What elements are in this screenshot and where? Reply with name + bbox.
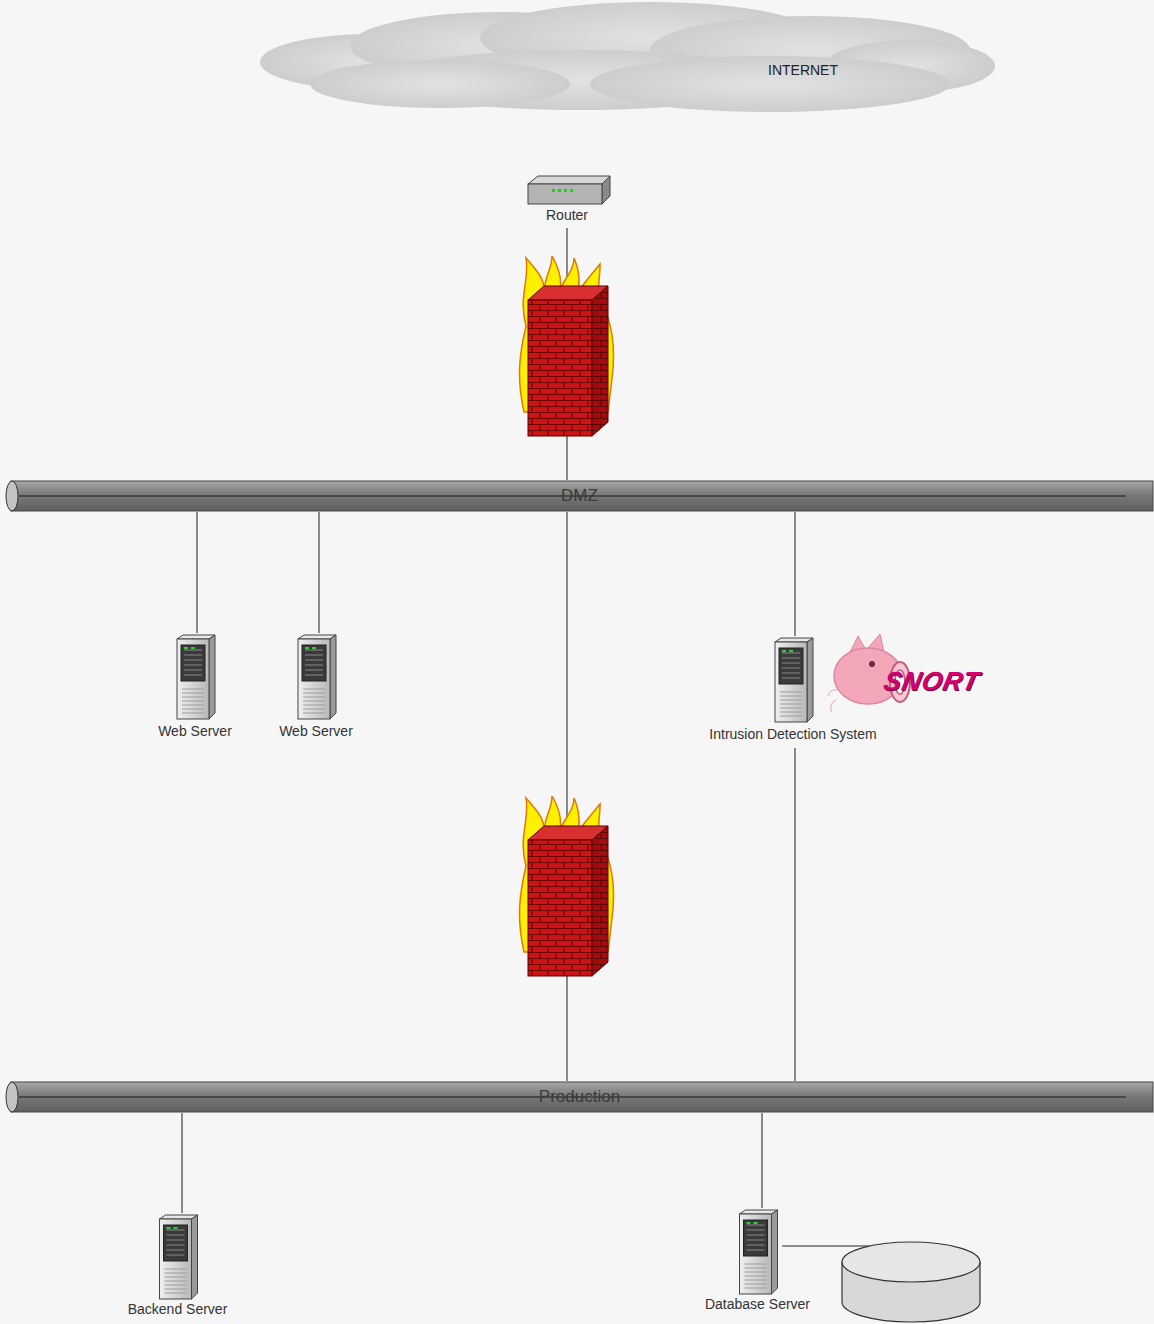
node-label: Intrusion Detection System xyxy=(688,726,898,742)
cloud-puff xyxy=(310,60,570,108)
internet-cloud: INTERNET xyxy=(250,0,1000,125)
node-label: Backend Server xyxy=(120,1301,235,1317)
network-link xyxy=(795,748,796,1081)
network-link xyxy=(182,1113,183,1213)
server-node: Web Server xyxy=(261,633,371,745)
server-icon xyxy=(160,1215,198,1299)
server-node: Database Server xyxy=(700,1208,815,1318)
server-icon xyxy=(740,1210,778,1294)
node-label: Production xyxy=(5,1081,1154,1113)
server-node: Web Server xyxy=(140,633,250,745)
server-icon xyxy=(775,638,813,722)
firewall-symbol xyxy=(520,796,614,976)
node-label: Web Server xyxy=(261,723,371,739)
network-link xyxy=(319,512,320,633)
node-label: INTERNET xyxy=(768,62,838,78)
node-label: Database Server xyxy=(700,1296,815,1312)
server-icon xyxy=(298,635,336,719)
disk-storage xyxy=(782,1242,980,1322)
firewall-symbol xyxy=(520,256,614,436)
router-icon xyxy=(528,176,610,204)
server-node: Backend Server xyxy=(120,1213,235,1323)
router-node: Router xyxy=(517,172,617,228)
node-label: Web Server xyxy=(140,723,250,739)
network-link xyxy=(762,1113,763,1208)
network-link xyxy=(567,512,568,1081)
logo-text: SNORT xyxy=(881,666,983,697)
network-segment: Production xyxy=(5,1081,1154,1113)
network-link xyxy=(795,512,796,636)
network-pipe xyxy=(6,481,1153,511)
node-label: Router xyxy=(517,207,617,223)
node-label: DMZ xyxy=(5,480,1154,512)
server-node: Intrusion Detection System xyxy=(688,636,898,748)
server-icon xyxy=(177,635,215,719)
network-segment: DMZ xyxy=(5,480,1154,512)
network-link xyxy=(197,512,198,633)
cloud-puff xyxy=(590,56,950,112)
node-shape xyxy=(250,0,1000,125)
network-pipe xyxy=(6,1082,1153,1112)
